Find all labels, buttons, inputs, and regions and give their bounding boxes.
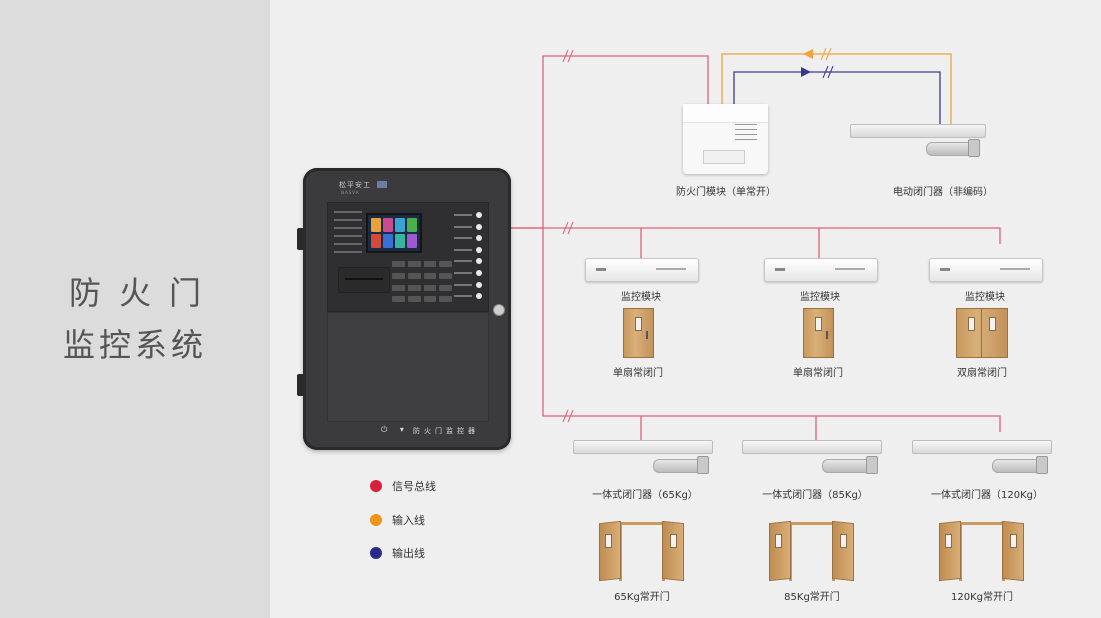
integrated-closer-caption-2: 一体式闭门器（85Kg）	[762, 490, 868, 501]
output-wire	[733, 71, 941, 124]
flag-icon	[377, 181, 387, 188]
break-mark-bus-mid	[562, 221, 574, 235]
controller-lower-door	[327, 312, 489, 422]
fire-door-module-caption: 防火门模块（单常开）	[676, 187, 776, 198]
page-title-line-2: 监控系统	[62, 326, 207, 364]
monitor-module-1	[585, 258, 699, 282]
monitor-module-caption-2: 监控模块	[800, 292, 840, 303]
integrated-closer-3	[912, 440, 1052, 474]
controller-front-panel	[327, 202, 489, 312]
legend-label: 输入线	[392, 514, 425, 527]
fire-door-monitor-controller: 松平安工 NASVA ⏻ ▾ 防	[297, 168, 511, 450]
integrated-closer-2	[742, 440, 882, 474]
integrated-closer-1	[573, 440, 713, 474]
electric-closer-device	[850, 124, 986, 158]
legend-dot-icon	[370, 514, 382, 526]
legend-dot-icon	[370, 547, 382, 559]
break-mark-input	[820, 47, 832, 61]
bus-wire-bottom	[542, 228, 1001, 432]
monitor-module-caption-1: 监控模块	[621, 292, 661, 303]
integrated-closer-caption-3: 一体式闭门器（120Kg）	[931, 490, 1043, 501]
printer-slot	[338, 267, 390, 293]
controller-keypad	[392, 261, 452, 305]
controller-brand: 松平安工	[339, 181, 371, 189]
bus-wire-top	[511, 55, 709, 229]
monitor-module-caption-3: 监控模块	[965, 292, 1005, 303]
legend-item-output-line: 输出线	[370, 546, 425, 560]
status-led-column	[454, 211, 484, 304]
electric-closer-caption: 电动闭门器（非编码）	[893, 187, 993, 198]
fire-door-module-device	[683, 104, 768, 174]
page-title-line-1: 防火门	[68, 274, 219, 312]
indicator-labels	[334, 211, 362, 259]
legend-item-signal-bus: 信号总线	[370, 479, 436, 493]
single-closed-door-2	[803, 308, 834, 358]
legend-label: 输出线	[392, 547, 425, 560]
open-door-caption-3: 120Kg常开门	[951, 592, 1013, 603]
left-title-panel	[0, 0, 270, 618]
open-door-caption-2: 85Kg常开门	[784, 592, 840, 603]
single-closed-door-1	[623, 308, 654, 358]
closed-door-caption-2: 单扇常闭门	[793, 368, 843, 379]
controller-panel-label: 防火门监控器	[413, 427, 479, 435]
power-icon: ⏻ ▾	[381, 425, 409, 434]
legend-dot-icon	[370, 480, 382, 492]
output-arrow	[801, 67, 811, 77]
break-mark-bus-top	[562, 49, 574, 63]
monitor-module-2	[764, 258, 878, 282]
closed-door-caption-3: 双扇常闭门	[957, 368, 1007, 379]
integrated-closer-caption-1: 一体式闭门器（65Kg）	[592, 490, 698, 501]
break-mark-bus-bottom	[562, 409, 574, 423]
open-door-120kg	[939, 520, 1025, 582]
legend-label: 信号总线	[392, 480, 436, 493]
input-arrow	[803, 49, 813, 59]
controller-brand-sub: NASVA	[341, 190, 360, 195]
open-door-65kg	[599, 520, 685, 582]
lock-knob	[493, 304, 505, 316]
open-door-85kg	[769, 520, 855, 582]
legend-item-input-line: 输入线	[370, 513, 425, 527]
double-closed-door	[956, 308, 1008, 358]
controller-screen	[366, 213, 422, 253]
closed-door-caption-1: 单扇常闭门	[613, 368, 663, 379]
hinge-bottom	[297, 374, 304, 396]
hinge-top	[297, 228, 304, 250]
monitor-module-3	[929, 258, 1043, 282]
break-mark-output	[822, 65, 834, 79]
open-door-caption-1: 65Kg常开门	[614, 592, 670, 603]
input-wire	[721, 53, 952, 124]
bus-wire-middle	[511, 227, 1001, 244]
